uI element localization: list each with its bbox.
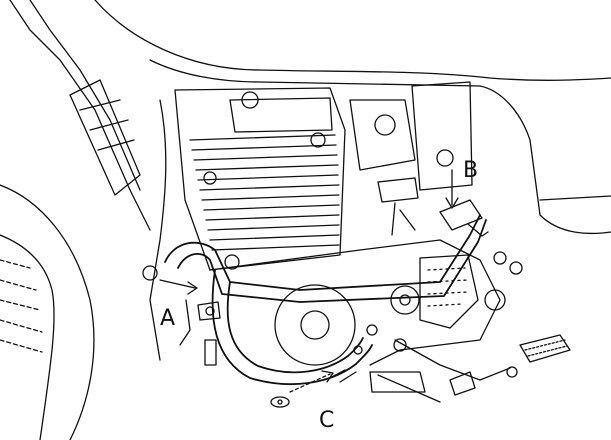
- mount-c-clip: [329, 369, 357, 383]
- arrow-b-head: [445, 197, 459, 209]
- brake-rod: [377, 374, 441, 403]
- arrow-c: [289, 373, 331, 393]
- valve-cover: [229, 97, 333, 133]
- mount-bolt: [224, 254, 240, 270]
- frame-brace: [539, 195, 611, 201]
- frame-rail-rear: [479, 85, 611, 235]
- front-fork: [9, 0, 151, 231]
- side-cover-dots: [427, 267, 469, 307]
- clutch-cover: [274, 284, 356, 366]
- arrow-a: [159, 279, 196, 289]
- washer-c: [270, 396, 290, 408]
- exhaust-pipe: [179, 299, 191, 346]
- spark-plug-cap: [241, 91, 259, 109]
- fuel-tank-lower: [149, 59, 481, 87]
- bolt-a: [142, 265, 158, 281]
- side-cover: [419, 254, 479, 329]
- arrow-c-head: [321, 370, 334, 383]
- fork-bracket-ribs: [79, 99, 135, 151]
- head-bolt-left: [203, 171, 217, 185]
- crash-bar-upper-inner: [177, 219, 487, 303]
- callout-label-b: B: [463, 158, 479, 183]
- footpeg-mount: [449, 371, 476, 396]
- frame-pivot: [484, 289, 506, 311]
- front-mudguard: [0, 234, 55, 440]
- bracket-b-bolt: [467, 223, 489, 237]
- cooling-fins: [189, 134, 340, 251]
- mount-a-bolt: [204, 339, 217, 366]
- frame-downtube: [149, 99, 167, 361]
- gear-lever: [394, 339, 511, 381]
- frame-bolt-right: [493, 251, 507, 265]
- tyre-tread: [0, 259, 43, 353]
- carburettor: [349, 99, 416, 171]
- arrow-a-head: [187, 281, 198, 295]
- head-bolt: [310, 132, 326, 148]
- sprocket-cover: [390, 285, 420, 315]
- crankcase: [209, 239, 501, 366]
- mount-a-bracket: [197, 301, 221, 321]
- bracket-b: [439, 199, 483, 231]
- fuel-tank-outline: [94, 0, 611, 81]
- footrest-right: [519, 334, 571, 363]
- footrest-left: [369, 371, 426, 393]
- bolt-b: [436, 149, 454, 167]
- crash-bar-lower-inner: [226, 281, 364, 374]
- carb-bowl: [377, 177, 419, 203]
- callout-label-c: C: [319, 408, 335, 433]
- cylinder-head: [174, 87, 346, 271]
- clutch-cover-hub: [300, 310, 330, 340]
- crash-bar-upper-outer: [164, 214, 481, 291]
- carb-linkage: [391, 202, 416, 236]
- side-panel: [411, 81, 473, 191]
- callout-label-a: A: [160, 306, 176, 331]
- front-wheel: [0, 184, 95, 440]
- crash-bar-lower-outer: [211, 269, 373, 386]
- fork-bracket: [69, 79, 141, 196]
